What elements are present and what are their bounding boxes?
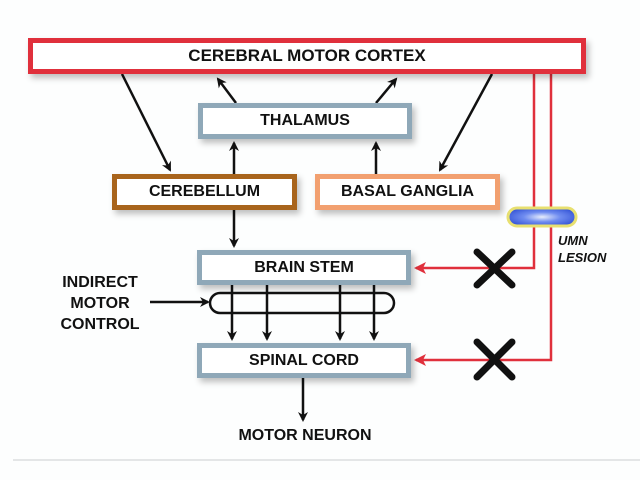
motor-neuron-label: MOTOR NEURON <box>238 427 372 444</box>
arrow-thalamus-to-cortex-right <box>375 77 398 104</box>
node-label: CEREBELLUM <box>148 183 261 200</box>
node-brain-stem: BRAIN STEM <box>197 250 411 285</box>
umn-lesion-label: UMN LESION <box>558 232 606 266</box>
blocked-x-icon-spinal <box>473 338 516 381</box>
label-line: LESION <box>558 250 607 265</box>
node-label: THALAMUS <box>260 112 350 129</box>
label-line: INDIRECT <box>62 274 138 291</box>
node-label: CEREBRAL MOTOR CORTEX <box>188 46 426 65</box>
blocked-x-icon-brainstem <box>473 248 516 289</box>
arrow-cortex-to-cerebellum <box>120 73 172 172</box>
upper-motor-pathway-spinal <box>414 74 553 366</box>
indirect-pathway-capsule <box>208 291 396 315</box>
node-label: BASAL GANGLIA <box>340 183 475 200</box>
bottom-divider <box>13 459 640 461</box>
umn-lesion-marker <box>506 206 578 228</box>
node-cerebral-motor-cortex: CEREBRAL MOTOR CORTEX <box>28 38 586 74</box>
label-line: UMN <box>558 233 588 248</box>
node-label: SPINAL CORD <box>249 351 359 369</box>
node-spinal-cord: SPINAL CORD <box>197 343 411 378</box>
label-line: MOTOR <box>70 295 130 312</box>
node-cerebellum: CEREBELLUM <box>112 174 297 210</box>
arrow-thalamus-to-cortex-left <box>216 77 237 104</box>
label-line: CONTROL <box>60 316 140 333</box>
node-thalamus: THALAMUS <box>198 103 412 139</box>
arrow-cortex-to-basal-ganglia <box>438 73 494 172</box>
upper-motor-pathway-brainstem <box>414 74 536 274</box>
node-label: BRAIN STEM <box>254 258 354 276</box>
indirect-motor-control-label: INDIRECT MOTOR CONTROL <box>40 272 160 335</box>
node-basal-ganglia: BASAL GANGLIA <box>315 174 500 210</box>
